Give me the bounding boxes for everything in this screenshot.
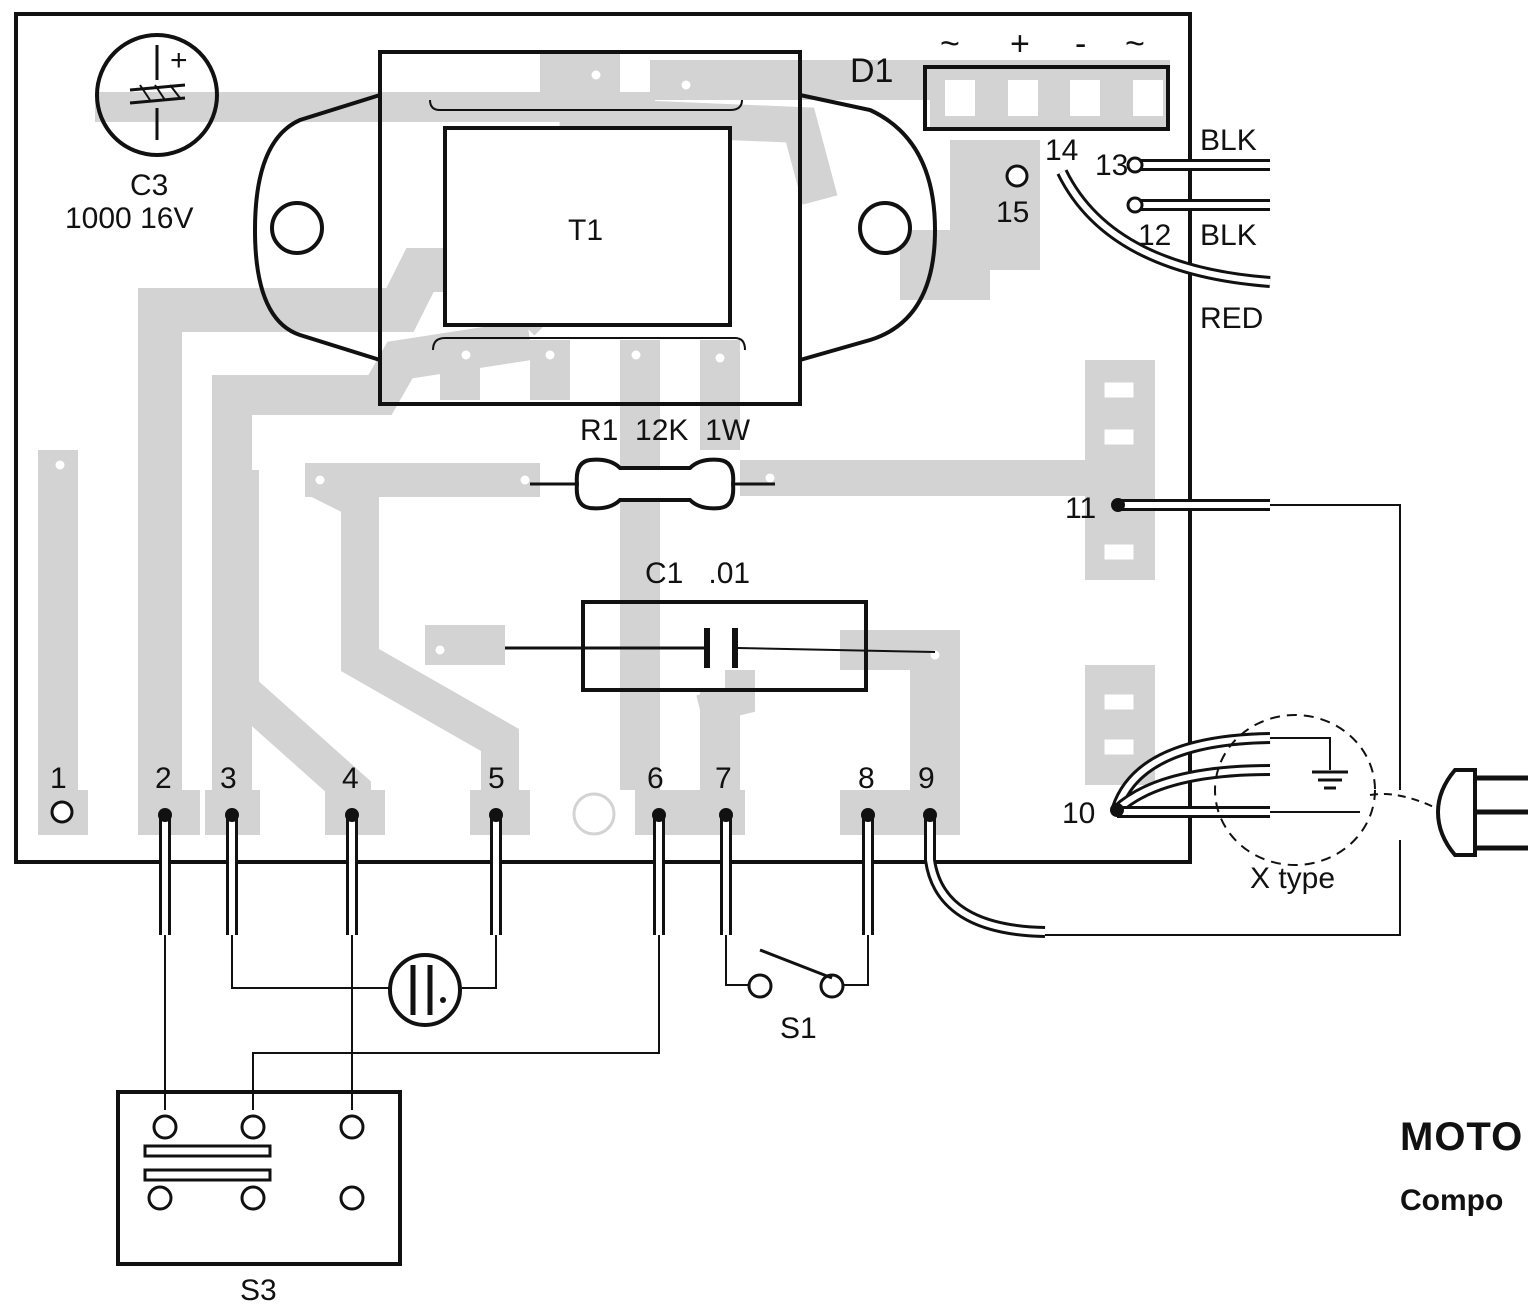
c3-name-label: C3 bbox=[130, 169, 168, 202]
terminal-9-label: 9 bbox=[918, 762, 935, 795]
switch-s3: S3 bbox=[116, 1090, 402, 1307]
d1-label: D1 bbox=[850, 52, 893, 90]
c3-value-label: 1000 16V bbox=[65, 202, 193, 235]
pcb-outline bbox=[14, 12, 1192, 864]
t1-label: T1 bbox=[568, 214, 603, 247]
copper-traces bbox=[38, 50, 1170, 835]
neon-lamp bbox=[388, 953, 462, 1027]
switch-s1: S1 bbox=[747, 948, 845, 1045]
terminal-8-label: 8 bbox=[858, 762, 875, 795]
transformer-t1: T1 bbox=[252, 50, 938, 406]
red-wire-label: RED bbox=[1200, 302, 1263, 335]
figure-subtitle: Compo bbox=[1400, 1184, 1503, 1217]
terminal-4-label: 4 bbox=[342, 762, 359, 795]
terminal-7-label: 7 bbox=[715, 762, 732, 795]
figure-title: MOTO bbox=[1400, 1115, 1523, 1159]
capacitor-c1: C1 .01 bbox=[505, 557, 936, 692]
terminal-3-label: 3 bbox=[220, 762, 237, 795]
d1-pin-minus: - bbox=[1075, 25, 1086, 63]
c3-plus-sign: + bbox=[170, 44, 188, 77]
s3-label: S3 bbox=[240, 1274, 277, 1307]
terminal-1-label: 1 bbox=[50, 762, 67, 795]
bottom-terminals: 1 2 3 4 5 6 7 8 9 bbox=[50, 762, 935, 836]
terminal-5-label: 5 bbox=[488, 762, 505, 795]
d1-pin-plus: + bbox=[1010, 25, 1030, 63]
terminal-6-label: 6 bbox=[647, 762, 664, 795]
blk-wire-top-label: BLK bbox=[1200, 124, 1257, 157]
d1-pin-ac2: ~ bbox=[1125, 25, 1145, 63]
ac-terminals: 11 10 bbox=[1062, 492, 1271, 830]
c1-label: C1 .01 bbox=[645, 557, 750, 590]
r1-label: R1 12K 1W bbox=[580, 414, 751, 447]
bridge-rectifier-d1: D1 ~ + - ~ bbox=[850, 25, 1170, 131]
power-plug: X type bbox=[1214, 714, 1528, 895]
terminal-2-label: 2 bbox=[155, 762, 172, 795]
external-connections bbox=[164, 504, 1401, 1110]
power-leads: 15 14 13 12 BLK BLK RED bbox=[996, 124, 1271, 335]
resistor-r1: R1 12K 1W bbox=[530, 414, 775, 511]
d1-pin-ac1: ~ bbox=[940, 25, 960, 63]
plug-type-label: X type bbox=[1250, 862, 1335, 895]
terminal-13-label: 13 bbox=[1095, 149, 1128, 182]
terminal-11-label: 11 bbox=[1065, 492, 1096, 525]
capacitor-c3: + bbox=[95, 33, 219, 157]
bottom-wires bbox=[158, 808, 1046, 938]
blk-wire-bottom-label: BLK bbox=[1200, 219, 1257, 252]
pad-holes bbox=[55, 70, 1134, 755]
terminal-10-label: 10 bbox=[1062, 797, 1095, 830]
s1-label: S1 bbox=[780, 1012, 817, 1045]
terminal-14-label: 14 bbox=[1045, 134, 1078, 167]
terminal-15-label: 15 bbox=[996, 196, 1029, 229]
